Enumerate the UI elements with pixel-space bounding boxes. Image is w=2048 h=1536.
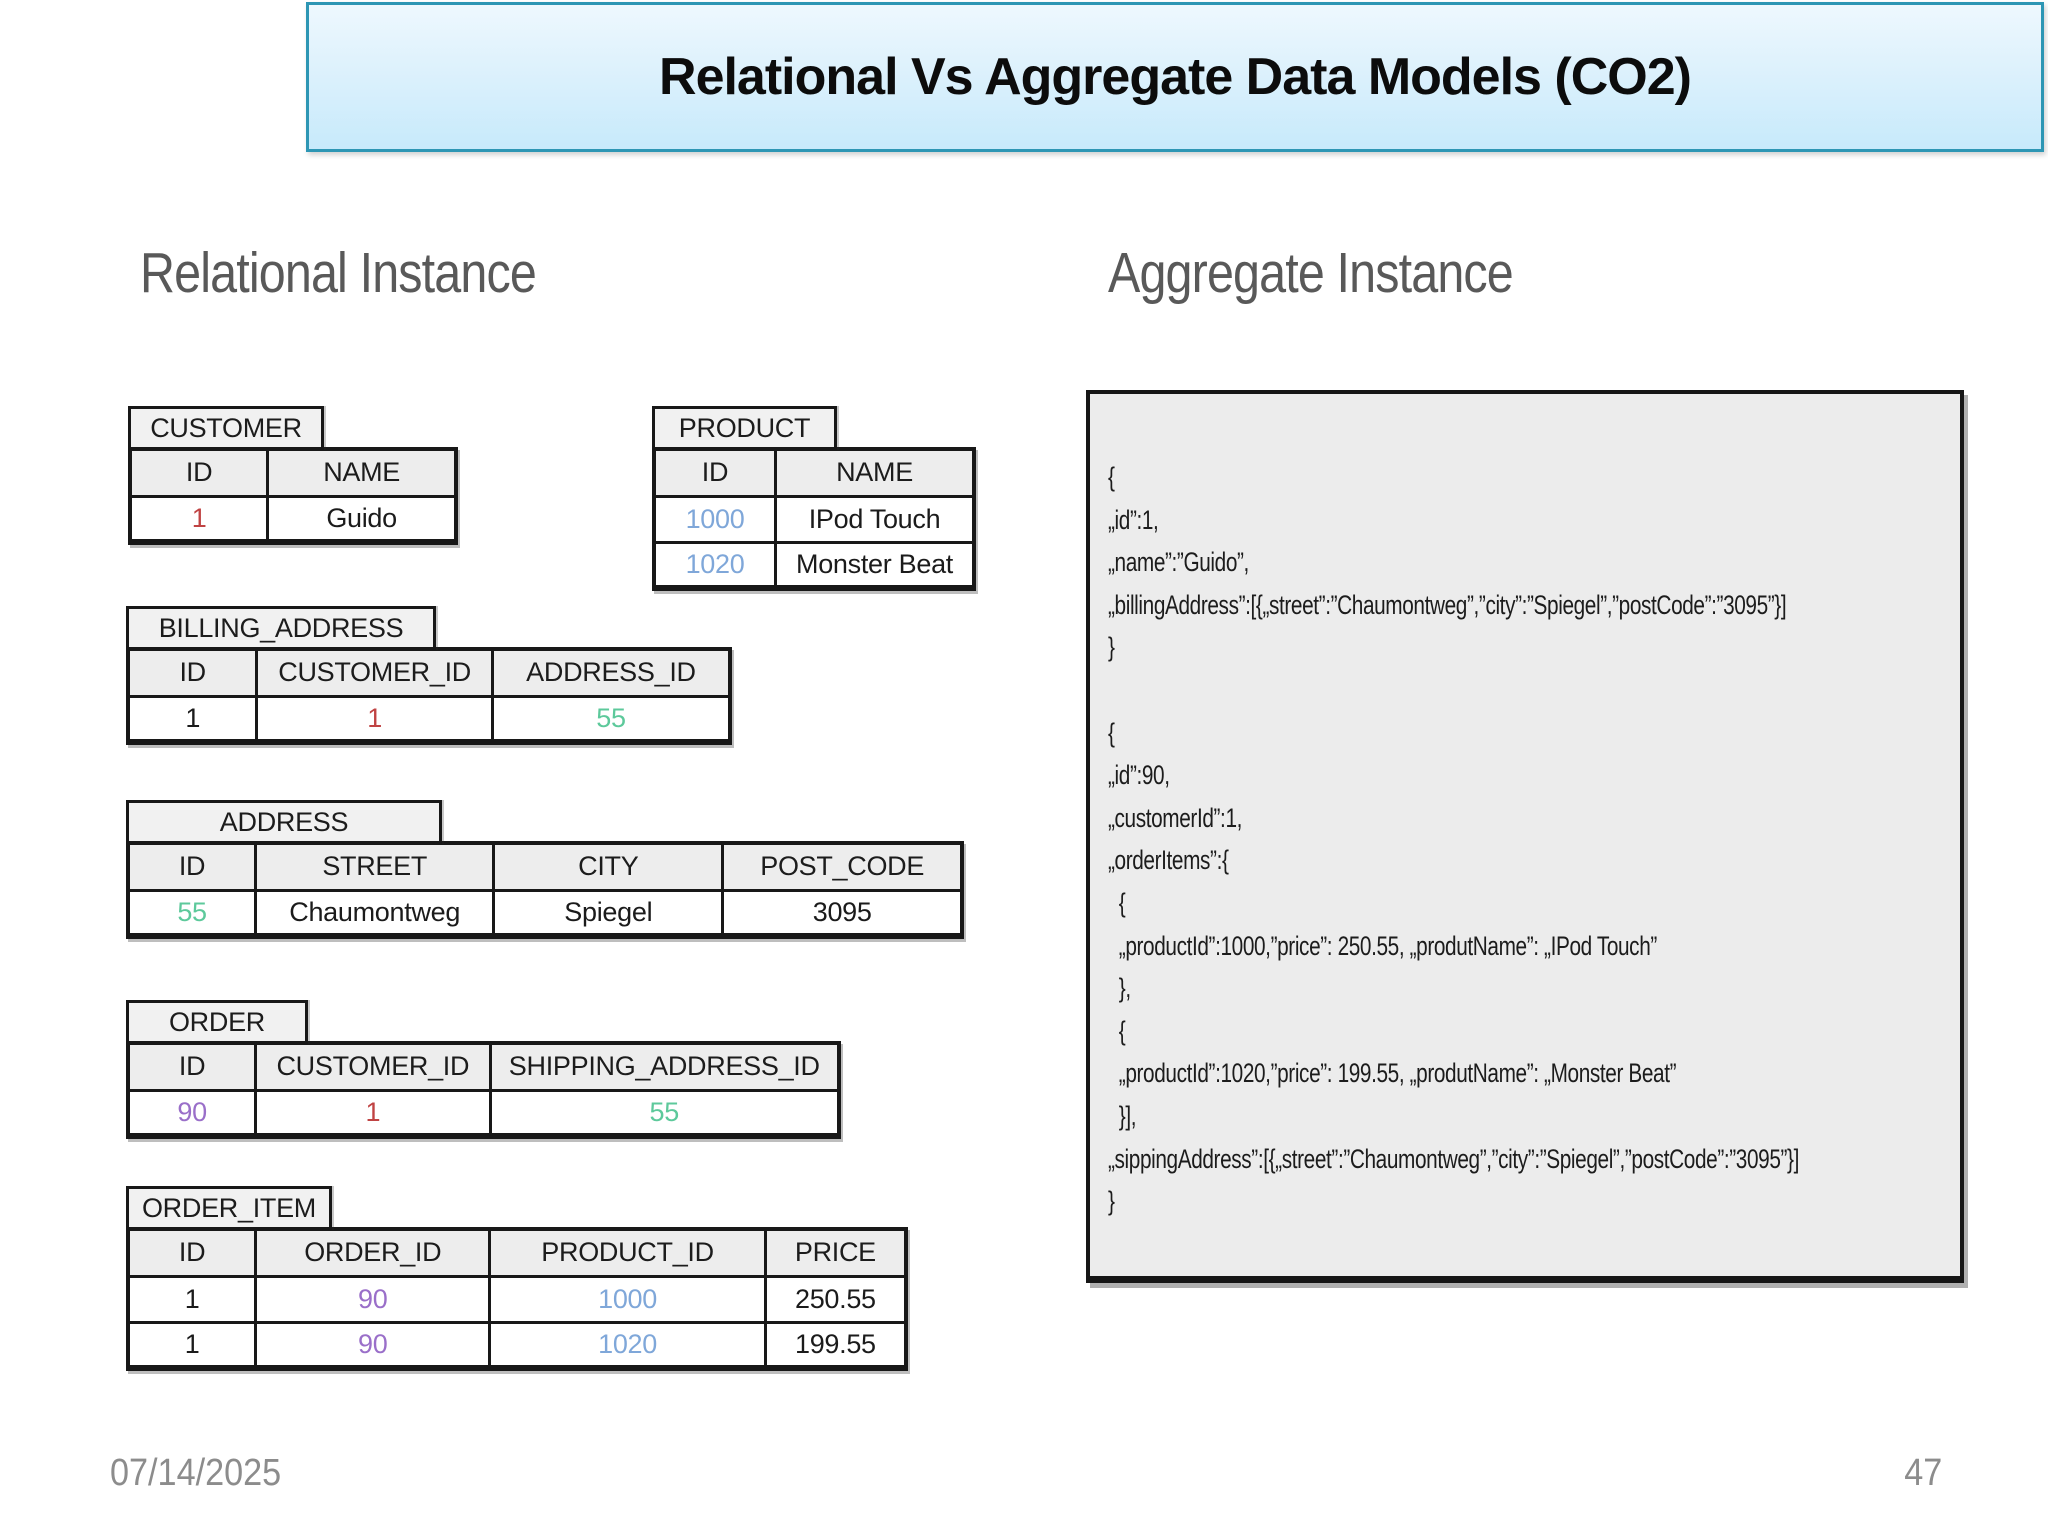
table-name-label: ORDER [168, 1006, 265, 1037]
table-name-label: CUSTOMER [150, 412, 302, 443]
column-header: SHIPPING_ADDRESS_ID [488, 1041, 841, 1092]
cell: 90 [254, 1274, 492, 1324]
cell: 90 [254, 1320, 492, 1370]
cell: 1000 [488, 1274, 767, 1324]
title-bar: Relational Vs Aggregate Data Models (CO2… [306, 2, 2044, 152]
column-header: PRODUCT_ID [488, 1227, 767, 1278]
cell: 55 [490, 694, 732, 744]
cell: Monster Beat [774, 540, 976, 590]
column-header: ID [652, 447, 778, 498]
cell: Guido [266, 494, 458, 544]
column-header: CUSTOMER_ID [254, 1041, 492, 1092]
column-header: CITY [492, 841, 725, 892]
table-tab-billing_address: BILLING_ADDRESS [126, 606, 436, 650]
table-name-label: ADDRESS [219, 806, 349, 837]
aggregate-json-text: { „id”:1, „name”:”Guido”, „billingAddres… [1108, 462, 1799, 1217]
column-header: PRICE [763, 1227, 908, 1278]
table-tab-product: PRODUCT [652, 406, 837, 450]
cell: Spiegel [492, 888, 725, 938]
column-header: STREET [254, 841, 496, 892]
cell: 1000 [652, 494, 778, 544]
table-name-label: PRODUCT [678, 412, 811, 443]
table-tab-address: ADDRESS [126, 800, 442, 844]
cell: 1 [126, 694, 259, 744]
column-header: POST_CODE [721, 841, 964, 892]
table-name-label: BILLING_ADDRESS [158, 612, 404, 643]
cell: 1 [128, 494, 270, 544]
column-header: ID [126, 841, 258, 892]
relational-instance-heading: Relational Instance [140, 241, 537, 305]
column-header: NAME [774, 447, 976, 498]
cell: 90 [126, 1088, 258, 1138]
aggregate-instance-box: { „id”:1, „name”:”Guido”, „billingAddres… [1086, 390, 1964, 1283]
cell: 1020 [652, 540, 778, 590]
table-tab-order: ORDER [126, 1000, 308, 1044]
cell: Chaumontweg [254, 888, 496, 938]
footer-date: 07/14/2025 [110, 1452, 282, 1494]
cell: 199.55 [763, 1320, 908, 1370]
table-tab-customer: CUSTOMER [128, 406, 324, 450]
footer-page-number: 47 [1903, 1452, 1942, 1494]
cell: 1 [126, 1274, 258, 1324]
cell: 1 [255, 694, 494, 744]
cell: 55 [488, 1088, 841, 1138]
aggregate-instance-heading: Aggregate Instance [1108, 241, 1514, 305]
table-name-label: ORDER_ITEM [141, 1192, 317, 1223]
cell: 1 [254, 1088, 492, 1138]
table-tab-order_item: ORDER_ITEM [126, 1186, 332, 1230]
column-header: NAME [266, 447, 458, 498]
column-header: ID [128, 447, 270, 498]
cell: 1020 [488, 1320, 767, 1370]
column-header: ORDER_ID [254, 1227, 492, 1278]
cell: 1 [126, 1320, 258, 1370]
slide-title: Relational Vs Aggregate Data Models (CO2… [659, 48, 1692, 106]
cell: 3095 [721, 888, 964, 938]
cell: 55 [126, 888, 258, 938]
cell: 250.55 [763, 1274, 908, 1324]
column-header: ID [126, 1041, 258, 1092]
column-header: ID [126, 647, 259, 698]
cell: IPod Touch [774, 494, 976, 544]
column-header: ADDRESS_ID [490, 647, 732, 698]
column-header: CUSTOMER_ID [255, 647, 494, 698]
column-header: ID [126, 1227, 258, 1278]
